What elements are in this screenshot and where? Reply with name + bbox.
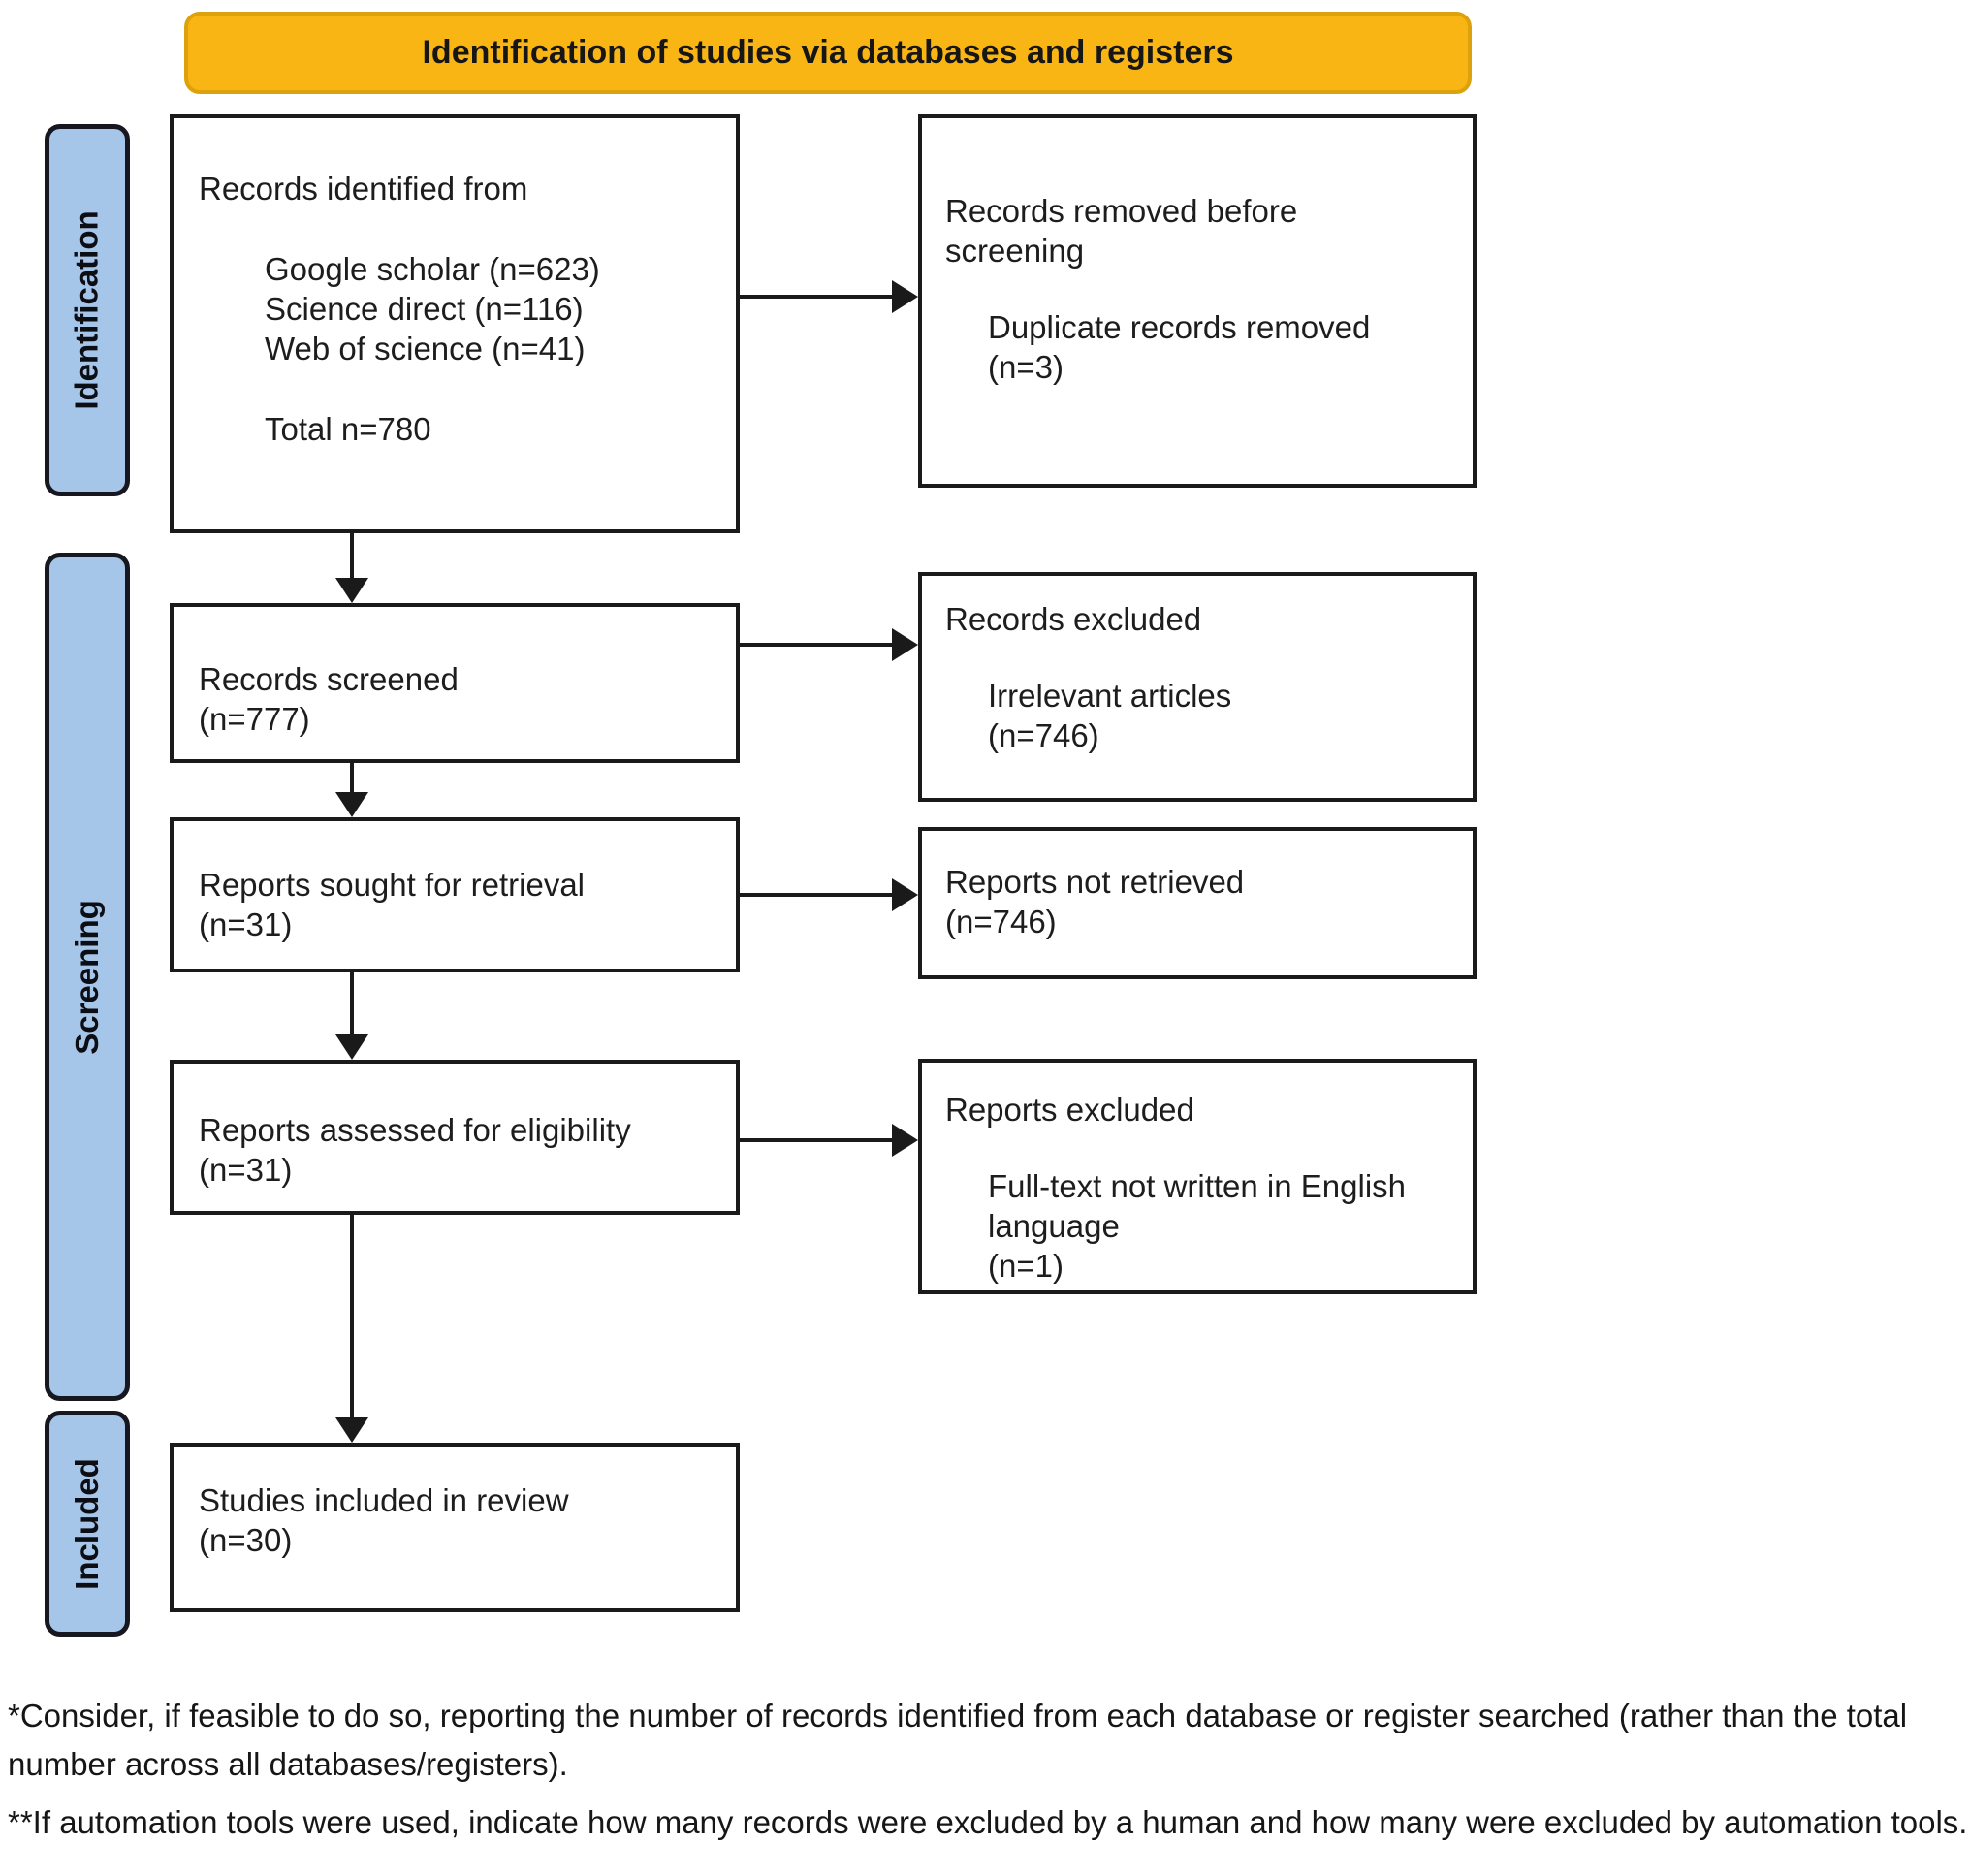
arrow-head-icon — [335, 1417, 368, 1443]
box-title-line: Records removed before — [945, 193, 1298, 229]
box-title: Records identified from — [199, 171, 528, 207]
stage-label-identification: Identification — [69, 210, 105, 410]
detail-line: (n=1) — [988, 1248, 1064, 1284]
arrow-down-sought-to-assessed — [335, 972, 368, 1060]
source-item: Web of science (n=41) — [265, 331, 586, 366]
banner-title: Identification of studies via databases … — [422, 34, 1234, 71]
detail-line: Duplicate records removed — [988, 309, 1371, 345]
arrow-head-icon — [892, 628, 918, 661]
arrow-line — [350, 533, 354, 578]
box-records-screened: Records screened (n=777) — [170, 603, 740, 763]
total-count: Total n=780 — [265, 411, 431, 447]
arrow-head-icon — [892, 1124, 918, 1157]
banner: Identification of studies via databases … — [184, 12, 1472, 94]
detail-line: (n=3) — [988, 349, 1064, 385]
box-text-line: Reports not retrieved — [945, 864, 1245, 900]
box-reports-assessed: Reports assessed for eligibility (n=31) — [170, 1060, 740, 1215]
detail-line: Irrelevant articles — [988, 678, 1232, 714]
box-text-line: Studies included in review — [199, 1482, 569, 1518]
source-item: Science direct (n=116) — [265, 291, 584, 327]
box-text-line: Reports sought for retrieval — [199, 867, 586, 903]
detail-line: language — [988, 1208, 1120, 1244]
arrow-down-screened-to-sought — [335, 763, 368, 817]
box-records-excluded: Records excluded Irrelevant articles (n=… — [918, 572, 1477, 802]
arrow-line — [740, 295, 892, 299]
source-item: Google scholar (n=623) — [265, 251, 600, 287]
arrow-line — [740, 1138, 892, 1142]
box-detail: Irrelevant articles (n=746) — [988, 676, 1453, 755]
arrow-line — [350, 1215, 354, 1417]
box-count-line: (n=31) — [199, 906, 293, 942]
box-detail: Full-text not written in English languag… — [988, 1166, 1453, 1286]
box-count-line: (n=777) — [199, 701, 310, 737]
arrow-head-icon — [335, 792, 368, 817]
stage-label-screening: Screening — [69, 899, 105, 1055]
detail-line: Full-text not written in English — [988, 1168, 1407, 1204]
box-reports-sought: Reports sought for retrieval (n=31) — [170, 817, 740, 972]
stage-bar-screening: Screening — [45, 553, 130, 1401]
arrow-down-assessed-to-included — [335, 1215, 368, 1443]
arrow-right-assessed-to-excluded — [740, 1124, 918, 1157]
box-text-line: Records screened — [199, 661, 459, 697]
footnote-databases: *Consider, if feasible to do so, reporti… — [8, 1698, 1908, 1782]
detail-line: (n=746) — [988, 717, 1099, 753]
box-text-line: Reports assessed for eligibility — [199, 1112, 631, 1148]
box-detail: Duplicate records removed (n=3) — [988, 307, 1453, 387]
footnote-automation: **If automation tools were used, indicat… — [8, 1804, 1968, 1840]
arrow-head-icon — [335, 1034, 368, 1060]
box-count-line: (n=30) — [199, 1522, 293, 1558]
box-records-removed: Records removed before screening Duplica… — [918, 114, 1477, 488]
arrow-head-icon — [892, 280, 918, 313]
arrow-down-identified-to-screened — [335, 533, 368, 603]
arrow-line — [740, 893, 892, 897]
arrow-right-identified-to-removed — [740, 280, 918, 313]
stage-bar-identification: Identification — [45, 124, 130, 496]
box-count-line: (n=31) — [199, 1152, 293, 1188]
box-title: Records excluded — [945, 601, 1202, 637]
source-list: Google scholar (n=623) Science direct (n… — [265, 249, 716, 368]
box-reports-not-retrieved: Reports not retrieved (n=746) — [918, 827, 1477, 979]
arrow-line — [740, 643, 892, 647]
box-count-line: (n=746) — [945, 904, 1057, 939]
arrow-line — [350, 972, 354, 1034]
arrow-head-icon — [335, 578, 368, 603]
box-title-line: screening — [945, 233, 1085, 269]
arrow-right-screened-to-excluded — [740, 628, 918, 661]
box-studies-included: Studies included in review (n=30) — [170, 1443, 740, 1612]
box-reports-excluded: Reports excluded Full-text not written i… — [918, 1059, 1477, 1294]
arrow-line — [350, 763, 354, 792]
box-records-identified: Records identified from Google scholar (… — [170, 114, 740, 533]
stage-bar-included: Included — [45, 1411, 130, 1637]
box-title: Reports excluded — [945, 1092, 1194, 1128]
stage-label-included: Included — [69, 1457, 105, 1590]
arrow-head-icon — [892, 878, 918, 911]
arrow-right-sought-to-not-retrieved — [740, 878, 918, 911]
